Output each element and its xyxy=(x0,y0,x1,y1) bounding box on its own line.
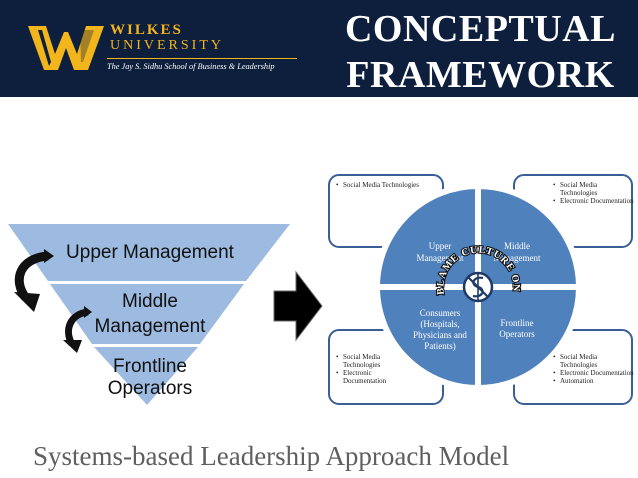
pyramid-level-middle xyxy=(50,284,244,344)
university-name: WILKES UNIVERSITY xyxy=(110,22,224,54)
quadrant-label-consumers-2: (Hospitals, xyxy=(420,319,459,329)
right-arrow-icon xyxy=(273,270,323,342)
title-line1: CONCEPTUAL xyxy=(344,8,616,50)
page-title: CONCEPTUAL FRAMEWORK xyxy=(345,6,616,98)
note-item: Social Media Technologies xyxy=(553,353,634,369)
quadrant-label-upper-2: Management xyxy=(417,253,464,263)
pyramid-label-frontline-1: Frontline xyxy=(113,356,187,377)
quadrant-label-consumers-3: Physicians and xyxy=(413,330,467,340)
quadrant-middle-management xyxy=(475,182,583,290)
pyramid-level-frontline xyxy=(94,347,198,405)
note-item: Automation xyxy=(553,377,634,385)
pyramid-label-middle-2: Management xyxy=(95,316,207,337)
quadrant-label-frontline-1: Frontline xyxy=(501,318,534,328)
curved-arrow-icon xyxy=(14,249,54,312)
wilkes-w-logo-icon xyxy=(28,26,104,70)
quadrant-upper-management xyxy=(373,182,481,290)
quadrant-frontline-operators xyxy=(475,284,583,392)
note-item: Electronic Documentation xyxy=(553,197,634,205)
diagram-caption: Systems-based Leadership Approach Model xyxy=(33,441,510,471)
title-line2: FRAMEWORK xyxy=(346,54,615,96)
school-name: The Jay S. Sidhu School of Business & Le… xyxy=(107,58,297,71)
note-item: Social Media Technologies xyxy=(553,181,634,197)
quadrant-label-consumers-1: Consumers xyxy=(420,308,461,318)
note-item: Electronic Documentation xyxy=(553,369,634,377)
no-blame-symbol-icon xyxy=(462,271,494,303)
notes-bottom-left: Social Media Technologies Electronic Doc… xyxy=(335,353,415,385)
quadrant-label-upper-1: Upper xyxy=(429,241,452,251)
curved-arrow-icon xyxy=(63,306,92,353)
pyramid-label-middle-1: Middle xyxy=(122,291,178,312)
university-line2: UNIVERSITY xyxy=(110,38,224,53)
quadrant-circle xyxy=(373,182,583,392)
quadrant-label-consumers-4: Patients) xyxy=(424,341,456,351)
pyramid-level-upper xyxy=(8,224,290,281)
quadrant-label-middle-1: Middle xyxy=(504,241,530,251)
note-item: Social Media Technologies xyxy=(336,181,443,189)
header-banner: WILKES UNIVERSITY The Jay S. Sidhu Schoo… xyxy=(0,0,638,97)
quadrant-label-middle-2: Management xyxy=(494,253,541,263)
notes-top-right: Social Media Technologies Electronic Doc… xyxy=(552,181,634,205)
note-item: Social Media Technologies xyxy=(336,353,415,369)
quadrant-label-frontline-2: Operators xyxy=(499,329,535,339)
note-item: Electronic Documentation xyxy=(336,369,415,385)
university-line1: WILKES xyxy=(110,22,183,38)
pyramid-label-upper: Upper Management xyxy=(66,242,235,263)
notes-bottom-right: Social Media Technologies Electronic Doc… xyxy=(552,353,634,385)
notes-top-left: Social Media Technologies xyxy=(335,181,443,189)
pyramid-label-frontline-2: Operators xyxy=(108,378,192,399)
